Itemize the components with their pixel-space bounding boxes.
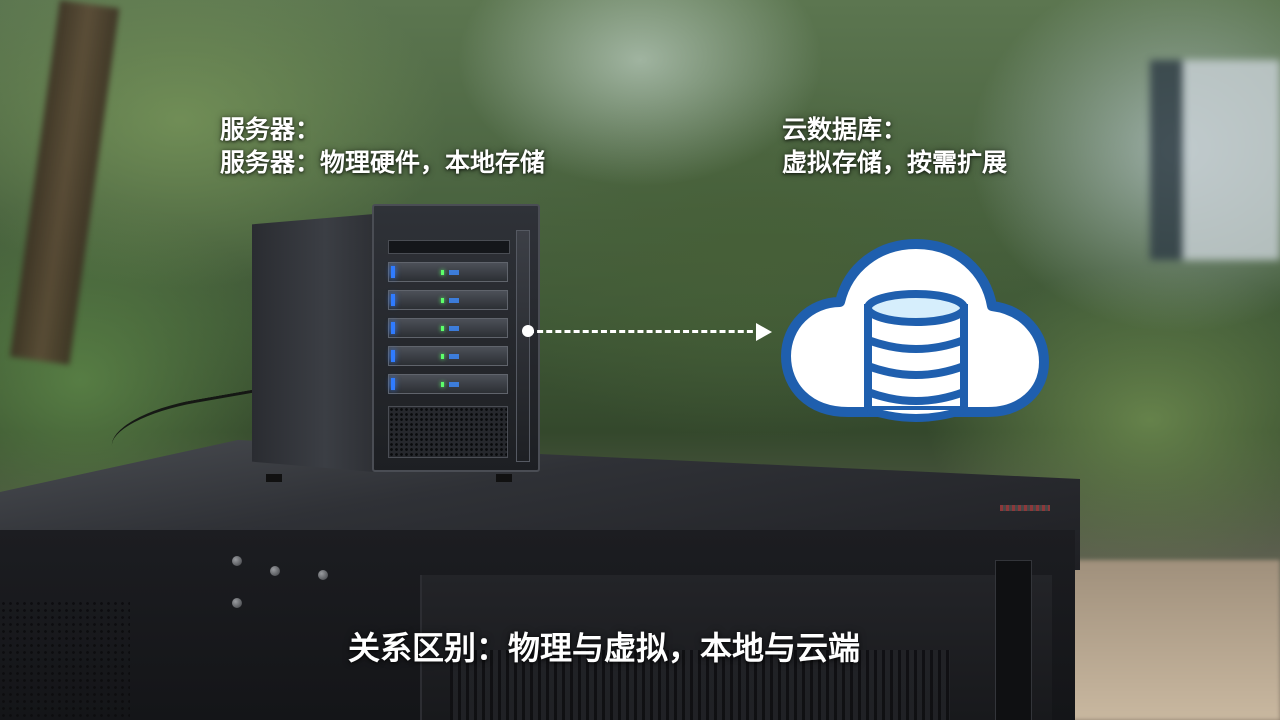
drive-activity-led — [441, 326, 444, 331]
server-optical-slot — [388, 240, 510, 254]
cabinet-brand-strip — [1000, 505, 1050, 511]
server-caption: 服务器： 服务器：物理硬件，本地存储 — [220, 114, 545, 179]
background-tree-trunk — [9, 0, 120, 365]
arrow-head-icon — [756, 323, 772, 341]
cabinet-side-slot — [995, 560, 1032, 720]
cabinet-vent-front — [450, 650, 950, 720]
relation-caption: 关系区别：物理与虚拟，本地与云端 — [348, 629, 861, 667]
drive-status-led — [449, 326, 459, 331]
drive-bay — [388, 318, 508, 338]
server-side-panel — [252, 214, 374, 472]
cabinet-screw — [232, 556, 242, 566]
cloud-caption: 云数据库： 虚拟存储，按需扩展 — [782, 114, 1007, 179]
drive-bay — [388, 346, 508, 366]
server-front-mesh — [388, 406, 508, 458]
cloud-caption-title: 云数据库： — [782, 115, 908, 144]
background-pavement — [1060, 560, 1280, 720]
drive-led — [391, 322, 395, 334]
drive-led — [391, 294, 395, 306]
background-building — [1150, 60, 1280, 260]
drive-status-led — [449, 382, 459, 387]
cabinet-screw — [270, 566, 280, 576]
drive-status-led — [449, 298, 459, 303]
cabinet-screw — [318, 570, 328, 580]
drive-led — [391, 378, 395, 390]
drive-activity-led — [441, 298, 444, 303]
drive-bay — [388, 262, 508, 282]
server-front-panel — [372, 204, 540, 472]
cloud-caption-desc: 虚拟存储，按需扩展 — [782, 147, 1008, 177]
server-caption-desc: 服务器：物理硬件，本地存储 — [220, 147, 546, 177]
server-side-rail — [516, 230, 530, 462]
database-icon — [864, 290, 968, 422]
drive-led — [391, 266, 395, 278]
cabinet-screw — [232, 598, 242, 608]
arrow-start-dot — [522, 325, 534, 337]
drive-activity-led — [441, 382, 444, 387]
server-foot — [496, 474, 512, 482]
cabinet-vent-left — [0, 600, 130, 720]
drive-led — [391, 350, 395, 362]
dashed-arrow-line — [528, 330, 762, 333]
drive-bay — [388, 374, 508, 394]
drive-activity-led — [441, 354, 444, 359]
server-foot — [266, 474, 282, 482]
server-caption-title: 服务器： — [220, 115, 321, 144]
server-tower-icon — [252, 204, 540, 482]
drive-status-led — [449, 270, 459, 275]
drive-bay — [388, 290, 508, 310]
drive-activity-led — [441, 270, 444, 275]
cloud-database-icon — [781, 239, 1049, 422]
drive-status-led — [449, 354, 459, 359]
